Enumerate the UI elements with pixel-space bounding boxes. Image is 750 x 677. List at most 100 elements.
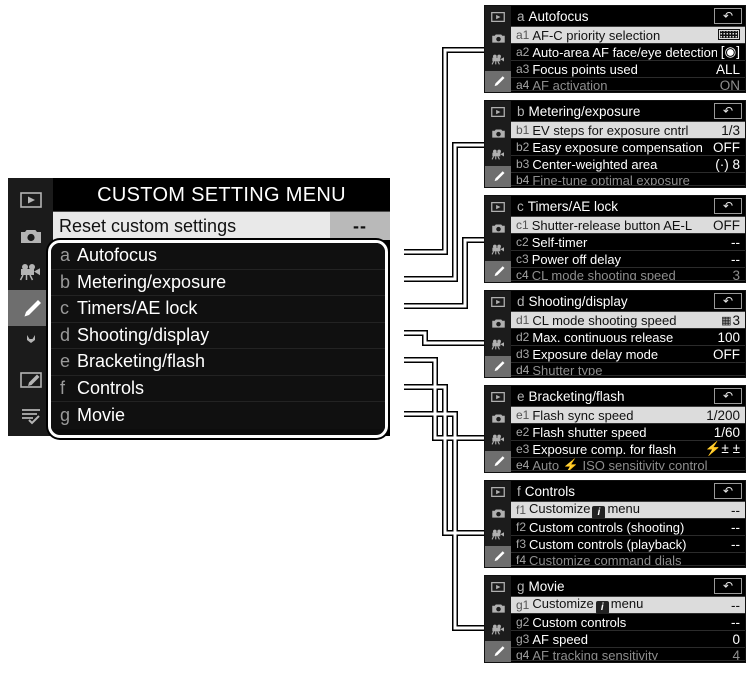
panel-row-g3[interactable]: g3 AF speed 0 xyxy=(511,631,745,648)
playback-icon[interactable] xyxy=(485,576,511,598)
panel-row-d3[interactable]: d3 Exposure delay mode OFF xyxy=(511,346,745,363)
panel-row-c3[interactable]: c3 Power off delay -- xyxy=(511,251,745,268)
panel-row-f2[interactable]: f2 Custom controls (shooting) -- xyxy=(511,519,745,536)
menu-sidebar xyxy=(8,178,53,436)
return-arrow-icon[interactable]: ↶ xyxy=(714,198,742,214)
photo-shooting-icon[interactable] xyxy=(8,218,53,254)
photo-shooting-icon[interactable] xyxy=(485,218,511,240)
panel-row-c1[interactable]: c1 Shutter-release button AE-L OFF xyxy=(511,217,745,234)
photo-shooting-icon[interactable] xyxy=(485,313,511,335)
custom-settings-pencil-icon[interactable] xyxy=(485,355,511,377)
menu-item-g-movie[interactable]: g Movie xyxy=(51,402,385,429)
custom-settings-pencil-icon[interactable] xyxy=(485,260,511,282)
movie-shooting-icon[interactable] xyxy=(485,524,511,546)
retouch-icon[interactable] xyxy=(8,362,53,398)
movie-shooting-icon[interactable] xyxy=(485,334,511,356)
panel-row-e4[interactable]: e4 Auto ⚡ ISO sensitivity control xyxy=(511,458,745,471)
panel-row-a4[interactable]: a4 AF activation ON xyxy=(511,78,745,91)
panel-row-b3[interactable]: b3 Center-weighted area (·) 8 xyxy=(511,156,745,173)
playback-icon[interactable] xyxy=(485,196,511,218)
movie-shooting-icon[interactable] xyxy=(8,254,53,290)
return-arrow-icon[interactable]: ↶ xyxy=(714,578,742,594)
movie-shooting-icon[interactable] xyxy=(485,619,511,641)
panel-row-key: a1 xyxy=(516,28,530,42)
panel-row-b1[interactable]: b1 EV steps for exposure cntrl 1/3 xyxy=(511,122,745,139)
return-arrow-icon[interactable]: ↶ xyxy=(714,483,742,499)
panel-row-a3[interactable]: a3 Focus points used ALL xyxy=(511,61,745,78)
panel-header: c Timers/AE lock ↶ xyxy=(511,196,745,217)
panel-sidebar xyxy=(485,6,511,92)
photo-shooting-icon[interactable] xyxy=(485,408,511,430)
menu-item-c-timers-ae-lock[interactable]: c Timers/AE lock xyxy=(51,296,385,323)
menu-item-a-autofocus[interactable]: a Autofocus xyxy=(51,243,385,270)
connector-f xyxy=(404,385,484,535)
playback-icon[interactable] xyxy=(485,481,511,503)
panel-row-value: 1/200 xyxy=(706,407,740,423)
playback-icon[interactable] xyxy=(8,182,53,218)
panel-row-e3[interactable]: e3 Exposure comp. for flash ⚡± ± xyxy=(511,441,745,458)
movie-shooting-icon[interactable] xyxy=(485,144,511,166)
photo-shooting-icon[interactable] xyxy=(485,598,511,620)
custom-settings-pencil-icon[interactable] xyxy=(485,640,511,662)
panel-row-d1[interactable]: d1 CL mode shooting speed ▦3 xyxy=(511,312,745,329)
menu-row-reset-custom-settings[interactable]: Reset custom settings -- xyxy=(53,212,390,240)
panel-row-d4[interactable]: d4 Shutter type xyxy=(511,363,745,376)
panel-row-f3[interactable]: f3 Custom controls (playback) -- xyxy=(511,536,745,553)
playback-icon[interactable] xyxy=(485,291,511,313)
photo-shooting-icon[interactable] xyxy=(485,503,511,525)
panel-title: Bracketing/flash xyxy=(528,388,625,404)
movie-shooting-icon[interactable] xyxy=(485,429,511,451)
panel-row-g4[interactable]: g4 AF tracking sensitivity 4 xyxy=(511,648,745,661)
panel-row-label: AF speed xyxy=(532,631,589,647)
photo-shooting-icon[interactable] xyxy=(485,28,511,50)
panel-row-value: 0 xyxy=(732,631,740,647)
return-arrow-icon[interactable]: ↶ xyxy=(714,388,742,404)
panel-row-e1[interactable]: e1 Flash sync speed 1/200 xyxy=(511,407,745,424)
custom-setting-menu-screen: CUSTOM SETTING MENU Reset custom setting… xyxy=(8,178,390,438)
playback-icon[interactable] xyxy=(485,101,511,123)
movie-shooting-icon[interactable] xyxy=(485,49,511,71)
menu-item-key: b xyxy=(60,271,71,292)
panel-row-e2[interactable]: e2 Flash shutter speed 1/60 xyxy=(511,424,745,441)
panel-row-key: d1 xyxy=(516,313,530,327)
return-arrow-icon[interactable]: ↶ xyxy=(714,293,742,309)
connector-d xyxy=(404,331,484,345)
panel-row-g2[interactable]: g2 Custom controls -- xyxy=(511,614,745,631)
playback-icon[interactable] xyxy=(485,386,511,408)
panel-row-f4[interactable]: f4 Customize command dials xyxy=(511,553,745,566)
custom-settings-pencil-icon xyxy=(24,300,41,317)
panel-row-b4[interactable]: b4 Fine-tune optimal exposure xyxy=(511,173,745,186)
sidebar-item-custom-settings[interactable] xyxy=(8,290,53,326)
setup-wrench-icon[interactable] xyxy=(8,326,53,362)
playback-icon[interactable] xyxy=(485,6,511,28)
menu-item-label: Movie xyxy=(77,404,126,425)
panel-row-b2[interactable]: b2 Easy exposure compensation OFF xyxy=(511,139,745,156)
panel-row-d2[interactable]: d2 Max. continuous release 100 xyxy=(511,329,745,346)
custom-settings-pencil-icon[interactable] xyxy=(485,70,511,92)
custom-settings-pencil-icon[interactable] xyxy=(485,450,511,472)
panel-row-key: g4 xyxy=(516,648,530,661)
menu-item-key: c xyxy=(60,298,69,319)
recent-settings-icon[interactable] xyxy=(8,398,53,434)
custom-settings-pencil-icon[interactable] xyxy=(485,545,511,567)
panel-row-c2[interactable]: c2 Self-timer -- xyxy=(511,234,745,251)
menu-item-label: Controls xyxy=(77,377,145,398)
panel-row-c4[interactable]: c4 CL mode shooting speed 3 xyxy=(511,268,745,281)
menu-item-d-shooting-display[interactable]: d Shooting/display xyxy=(51,322,385,349)
menu-item-e-bracketing-flash[interactable]: e Bracketing/flash xyxy=(51,349,385,376)
photo-shooting-icon[interactable] xyxy=(485,123,511,145)
menu-item-label: Metering/exposure xyxy=(77,271,227,292)
return-arrow-icon[interactable]: ↶ xyxy=(714,8,742,24)
panel-row-value: -- xyxy=(731,614,740,630)
menu-item-b-metering-exposure[interactable]: b Metering/exposure xyxy=(51,269,385,296)
panel-sidebar xyxy=(485,481,511,567)
menu-item-f-controls[interactable]: f Controls xyxy=(51,375,385,402)
panel-row-label-pre: Customize xyxy=(532,596,594,611)
return-arrow-icon[interactable]: ↶ xyxy=(714,103,742,119)
movie-shooting-icon[interactable] xyxy=(485,239,511,261)
panel-row-a2[interactable]: a2 Auto-area AF face/eye detection [◉] xyxy=(511,44,745,61)
custom-settings-pencil-icon[interactable] xyxy=(485,165,511,187)
panel-row-a1[interactable]: a1 AF-C priority selection xyxy=(511,27,745,44)
